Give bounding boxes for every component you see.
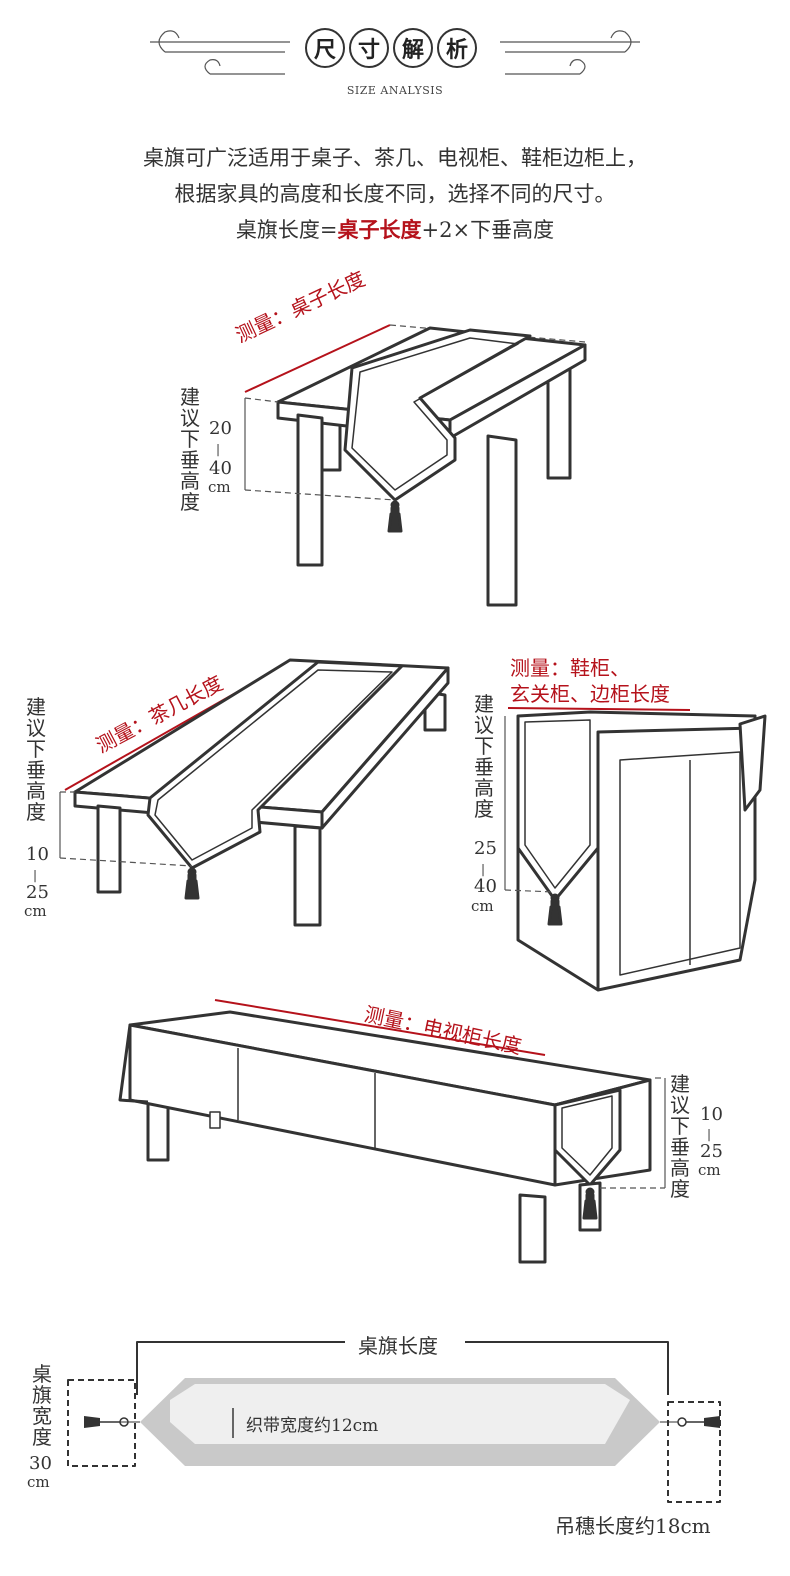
vchar: 高	[670, 1156, 690, 1180]
vchar: 建	[670, 1072, 690, 1096]
vchar: 度	[26, 800, 46, 824]
coffee-suggest-label: 建 议 下 垂 高 度	[24, 697, 48, 823]
cabinet-range-max: 40	[474, 876, 497, 897]
vchar: 垂	[180, 448, 200, 472]
vchar: 议	[26, 716, 46, 740]
vchar: 度	[670, 1177, 690, 1201]
dining-table-drawing	[244, 324, 587, 607]
tv-range-dash: |	[707, 1127, 712, 1141]
coffee-range-unit: cm	[24, 902, 47, 920]
formula-suffix: +2×下垂高度	[421, 218, 555, 242]
runner-width-unit: cm	[27, 1473, 50, 1491]
tv-range-min: 10	[700, 1104, 723, 1125]
vchar: 建	[474, 692, 494, 716]
cabinet-range-dash: |	[481, 862, 486, 876]
runner-width-label: 桌 旗 宽 度	[30, 1364, 54, 1448]
tv-stand-drawing	[118, 999, 666, 1264]
cabinet-drawing	[504, 707, 767, 992]
vchar: 度	[474, 797, 494, 821]
vchar: 桌	[32, 1362, 52, 1386]
tv-range-max: 25	[700, 1141, 723, 1162]
cabinet-measure-label-1: 测量：鞋柜、	[510, 656, 630, 680]
vchar: 建	[180, 385, 200, 409]
tv-range-unit: cm	[698, 1161, 721, 1179]
runner-band-label: 织带宽度约12cm	[246, 1416, 379, 1436]
runner-tassel-label: 吊穗长度约18cm	[555, 1514, 711, 1538]
vchar: 建	[26, 695, 46, 719]
tv-suggest-label: 建 议 下 垂 高 度	[668, 1074, 692, 1200]
table-range-min: 20	[209, 418, 232, 439]
vchar: 下	[26, 737, 46, 761]
section-header: 尺 寸 解 析 SIZE ANALYSIS	[0, 0, 790, 110]
vchar: 度	[180, 490, 200, 514]
header-cloud-ornament	[150, 30, 640, 75]
intro-formula: 桌旗长度=桌子长度+2×下垂高度	[0, 212, 790, 248]
cabinet-range-unit: cm	[471, 897, 494, 915]
vchar: 垂	[474, 755, 494, 779]
coffee-range-min: 10	[26, 844, 49, 865]
table-range-max: 40	[209, 458, 232, 479]
vchar: 下	[180, 427, 200, 451]
cabinet-suggest-label: 建 议 下 垂 高 度	[472, 694, 496, 820]
title-char: 解	[393, 28, 433, 68]
formula-prefix: 桌旗长度=	[235, 218, 338, 242]
table-range-unit: cm	[208, 478, 231, 496]
vchar: 下	[670, 1114, 690, 1138]
runner-diagram	[67, 1341, 721, 1503]
title-char: 尺	[305, 28, 345, 68]
coffee-table-drawing	[59, 658, 450, 927]
vchar: 高	[26, 779, 46, 803]
vchar: 垂	[26, 758, 46, 782]
vchar: 旗	[32, 1383, 52, 1407]
table-suggest-label: 建 议 下 垂 高 度	[178, 387, 202, 513]
vchar: 宽	[32, 1404, 52, 1428]
runner-width-value: 30	[29, 1453, 52, 1474]
coffee-range-max: 25	[26, 882, 49, 903]
vchar: 议	[670, 1093, 690, 1117]
section-subtitle: SIZE ANALYSIS	[346, 84, 444, 97]
vchar: 度	[32, 1425, 52, 1449]
formula-highlight: 桌子长度	[337, 217, 422, 242]
cabinet-range-min: 25	[474, 838, 497, 859]
table-range-dash: |	[216, 442, 221, 456]
intro-line-2: 根据家具的高度和长度不同，选择不同的尺寸。	[174, 182, 616, 206]
vchar: 垂	[670, 1135, 690, 1159]
title-char: 寸	[349, 28, 389, 68]
vchar: 议	[474, 713, 494, 737]
vchar: 高	[180, 469, 200, 493]
intro-text: 桌旗可广泛适用于桌子、茶几、电视柜、鞋柜边柜上， 根据家具的高度和长度不同，选择…	[0, 140, 790, 248]
runner-length-label: 桌旗长度	[358, 1334, 438, 1358]
intro-line-1: 桌旗可广泛适用于桌子、茶几、电视柜、鞋柜边柜上，	[143, 146, 647, 170]
section-title: 尺 寸 解 析	[305, 28, 477, 68]
title-char: 析	[437, 28, 477, 68]
vchar: 下	[474, 734, 494, 758]
cabinet-measure-label-2: 玄关柜、边柜长度	[510, 682, 670, 706]
vchar: 议	[180, 406, 200, 430]
coffee-range-dash: |	[33, 868, 38, 882]
vchar: 高	[474, 776, 494, 800]
